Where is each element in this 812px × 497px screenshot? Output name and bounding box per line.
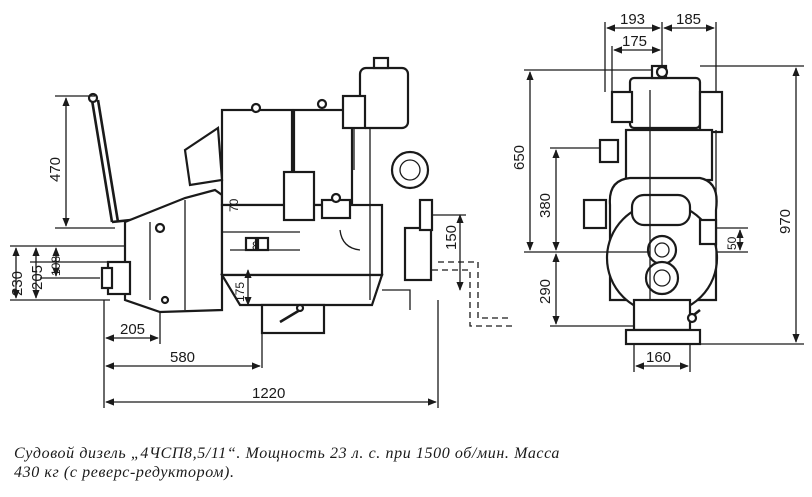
dim-side-150: 150 xyxy=(443,225,460,250)
figure-caption: Судовой дизель „4ЧСП8,5/11“. Мощность 23… xyxy=(14,444,804,482)
dim-front-380: 380 xyxy=(537,193,554,218)
fuel-equipment xyxy=(282,150,434,310)
dim-side-1220: 1220 xyxy=(252,385,285,402)
dim-front-185: 185 xyxy=(676,11,701,28)
exhaust-pipe xyxy=(432,261,512,327)
front-view: 193 185 175 650 380 290 970 50 160 xyxy=(511,11,804,372)
front-engine-body xyxy=(582,64,724,346)
dim-side-230: 230 xyxy=(9,271,26,296)
plate-label: 8 xyxy=(252,239,259,253)
caption-line-2: 430 кг (с реверс-редуктором). xyxy=(14,464,235,481)
fuel-tank xyxy=(341,56,410,300)
dim-side-470: 470 xyxy=(47,157,64,182)
dim-front-650: 650 xyxy=(511,145,528,170)
dim-side-70: 70 xyxy=(227,198,241,212)
dim-side-108: 108 xyxy=(49,256,63,276)
dim-front-160: 160 xyxy=(646,349,671,366)
side-view: 8 470 230 205 108 70 175 150 205 58 xyxy=(9,56,512,408)
dim-side-205h: 205 xyxy=(120,321,145,338)
dim-front-193: 193 xyxy=(620,11,645,28)
dim-front-290: 290 xyxy=(537,279,554,304)
caption-line-1: Судовой дизель „4ЧСП8,5/11“. Мощность 23… xyxy=(14,445,561,462)
dim-front-970: 970 xyxy=(777,209,794,234)
dim-side-580: 580 xyxy=(170,349,195,366)
reverse-gearbox xyxy=(100,188,224,314)
engine-dimension-drawing: 8 470 230 205 108 70 175 150 205 58 xyxy=(9,11,804,408)
dim-side-205v: 205 xyxy=(29,265,46,290)
dim-front-50: 50 xyxy=(725,236,739,250)
dim-side-175: 175 xyxy=(233,282,247,302)
dim-front-175: 175 xyxy=(622,33,647,50)
control-lever xyxy=(87,92,161,224)
